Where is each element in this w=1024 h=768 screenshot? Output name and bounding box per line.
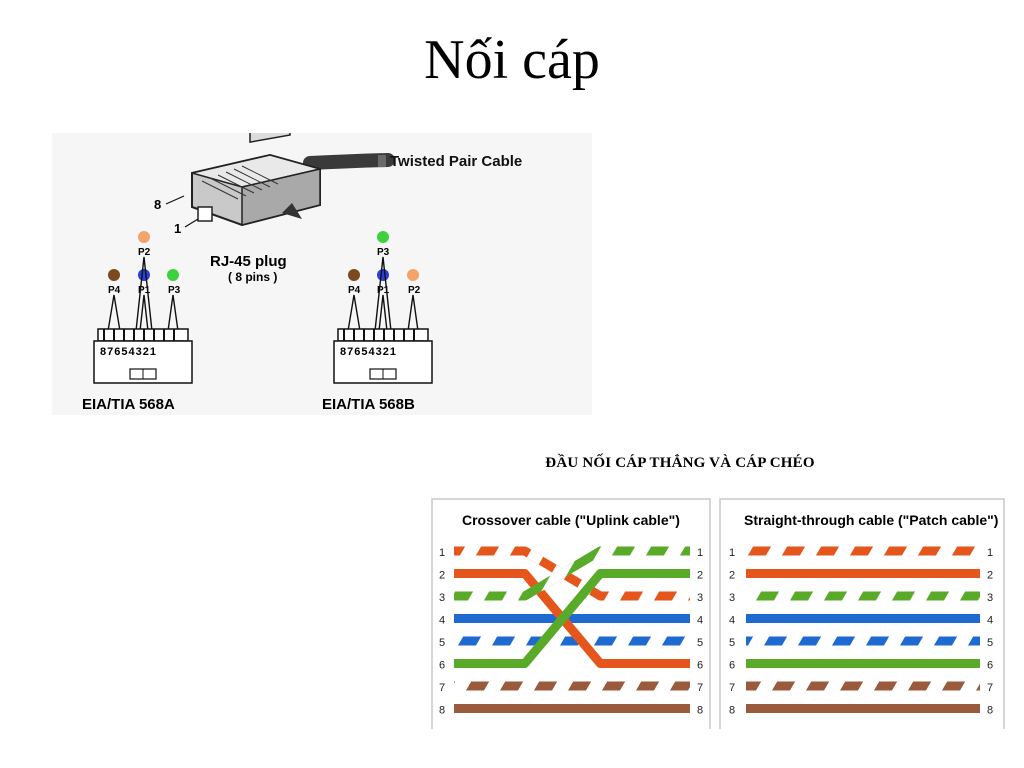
pair-dot-left (108, 269, 120, 281)
pair-label-center: P1 (138, 285, 151, 296)
cable-label: Twisted Pair Cable (390, 153, 522, 170)
pair-label-top: P2 (138, 247, 151, 258)
pin-label: 6 (987, 660, 993, 672)
pair-label-left: P4 (108, 285, 121, 296)
pair-dot-center (377, 269, 389, 281)
pair-label-right: P2 (408, 285, 421, 296)
crossover-frame (431, 498, 711, 729)
pin-label: 6 (729, 660, 735, 672)
rj45-pinout-diagram: Twisted Pair Cable 8 1 RJ-45 plug ( 8 pi… (52, 133, 592, 415)
standard-568b: P3 P4 P1 P2 87654321 (322, 231, 433, 413)
straight-pin-labels-right: 1 2 3 4 5 6 7 8 (987, 547, 993, 717)
pair-dot-right (407, 269, 419, 281)
pin8-label: 8 (154, 197, 161, 212)
pin-label: 3 (697, 592, 703, 604)
pin1-label: 1 (174, 221, 181, 236)
crossover-title: Crossover cable ("Uplink cable") (462, 512, 680, 528)
cable-illustration (303, 153, 395, 170)
pin-label: 1 (439, 547, 445, 559)
crossover-pin-labels-left: 1 2 3 4 5 6 7 8 (439, 547, 445, 717)
slide-title: Nối cáp (424, 29, 600, 91)
wire-stripe (454, 546, 690, 601)
pin-label: 1 (729, 547, 735, 559)
pin-label: 3 (729, 592, 735, 604)
rj45-plug-icon (191, 133, 321, 227)
pair-label-right: P3 (168, 285, 181, 296)
pair-dot-top (138, 231, 150, 243)
pin-label: 4 (697, 615, 703, 627)
pin-label: 4 (729, 615, 735, 627)
pair-label-left: P4 (348, 285, 361, 296)
pin-label: 1 (697, 547, 703, 559)
pin-label: 5 (697, 637, 703, 649)
pair-dot-top (377, 231, 389, 243)
standard-a-label: EIA/TIA 568A (82, 396, 175, 413)
pin-label: 3 (439, 592, 445, 604)
plug-sub-label: ( 8 pins ) (228, 270, 277, 284)
pin-label: 7 (697, 682, 703, 694)
pair-dot-right (167, 269, 179, 281)
straight-pin-labels-left: 1 2 3 4 5 6 7 8 (729, 547, 735, 717)
pin-numbers-568b: 87654321 (340, 346, 397, 358)
cable-wiring-svg: Crossover cable ("Uplink cable") Straigh… (431, 498, 1005, 729)
pin1-arrow (184, 218, 199, 228)
pair-dot-center (138, 269, 150, 281)
standard-b-label: EIA/TIA 568B (322, 396, 415, 413)
pin-label: 5 (439, 637, 445, 649)
pin-label: 2 (987, 570, 993, 582)
pair-label-top: P3 (377, 247, 390, 258)
pin-label: 8 (697, 705, 703, 717)
pin8-arrow (165, 195, 185, 205)
plug-label: RJ-45 plug (210, 253, 287, 270)
pin-label: 2 (729, 570, 735, 582)
pin-label: 2 (697, 570, 703, 582)
pin-label: 8 (987, 705, 993, 717)
pin-label: 4 (439, 615, 445, 627)
pin-label: 7 (987, 682, 993, 694)
pair-dot-left (348, 269, 360, 281)
pin-label: 7 (729, 682, 735, 694)
standard-568a: P2 P4 P1 P3 87654321 (82, 231, 193, 413)
rj45-diagram-svg: Twisted Pair Cable 8 1 RJ-45 plug ( 8 pi… (82, 133, 522, 413)
straight-wires (746, 546, 980, 713)
straight-frame (719, 498, 1005, 729)
pin-numbers-568a: 87654321 (100, 346, 157, 358)
cable-wiring-diagram: Crossover cable ("Uplink cable") Straigh… (428, 493, 1008, 743)
pin-label: 3 (987, 592, 993, 604)
pin-label: 2 (439, 570, 445, 582)
pin-label: 5 (987, 637, 993, 649)
cable-section-title: ĐẦU NỐI CÁP THẲNG VÀ CÁP CHÉO (545, 455, 815, 471)
pin-label: 6 (439, 660, 445, 672)
straight-title: Straight-through cable ("Patch cable") (744, 512, 998, 528)
pin-label: 6 (697, 660, 703, 672)
pin-label: 8 (439, 705, 445, 717)
pin-label: 7 (439, 682, 445, 694)
pin-label: 4 (987, 615, 993, 627)
pin-label: 8 (729, 705, 735, 717)
crossover-pin-labels-right: 1 2 3 4 5 6 7 8 (697, 547, 703, 717)
pair-label-center: P1 (377, 285, 390, 296)
wire-6-2-green (454, 569, 690, 668)
pin-label: 1 (987, 547, 993, 559)
pin-label: 5 (729, 637, 735, 649)
crossover-wires (454, 546, 690, 713)
